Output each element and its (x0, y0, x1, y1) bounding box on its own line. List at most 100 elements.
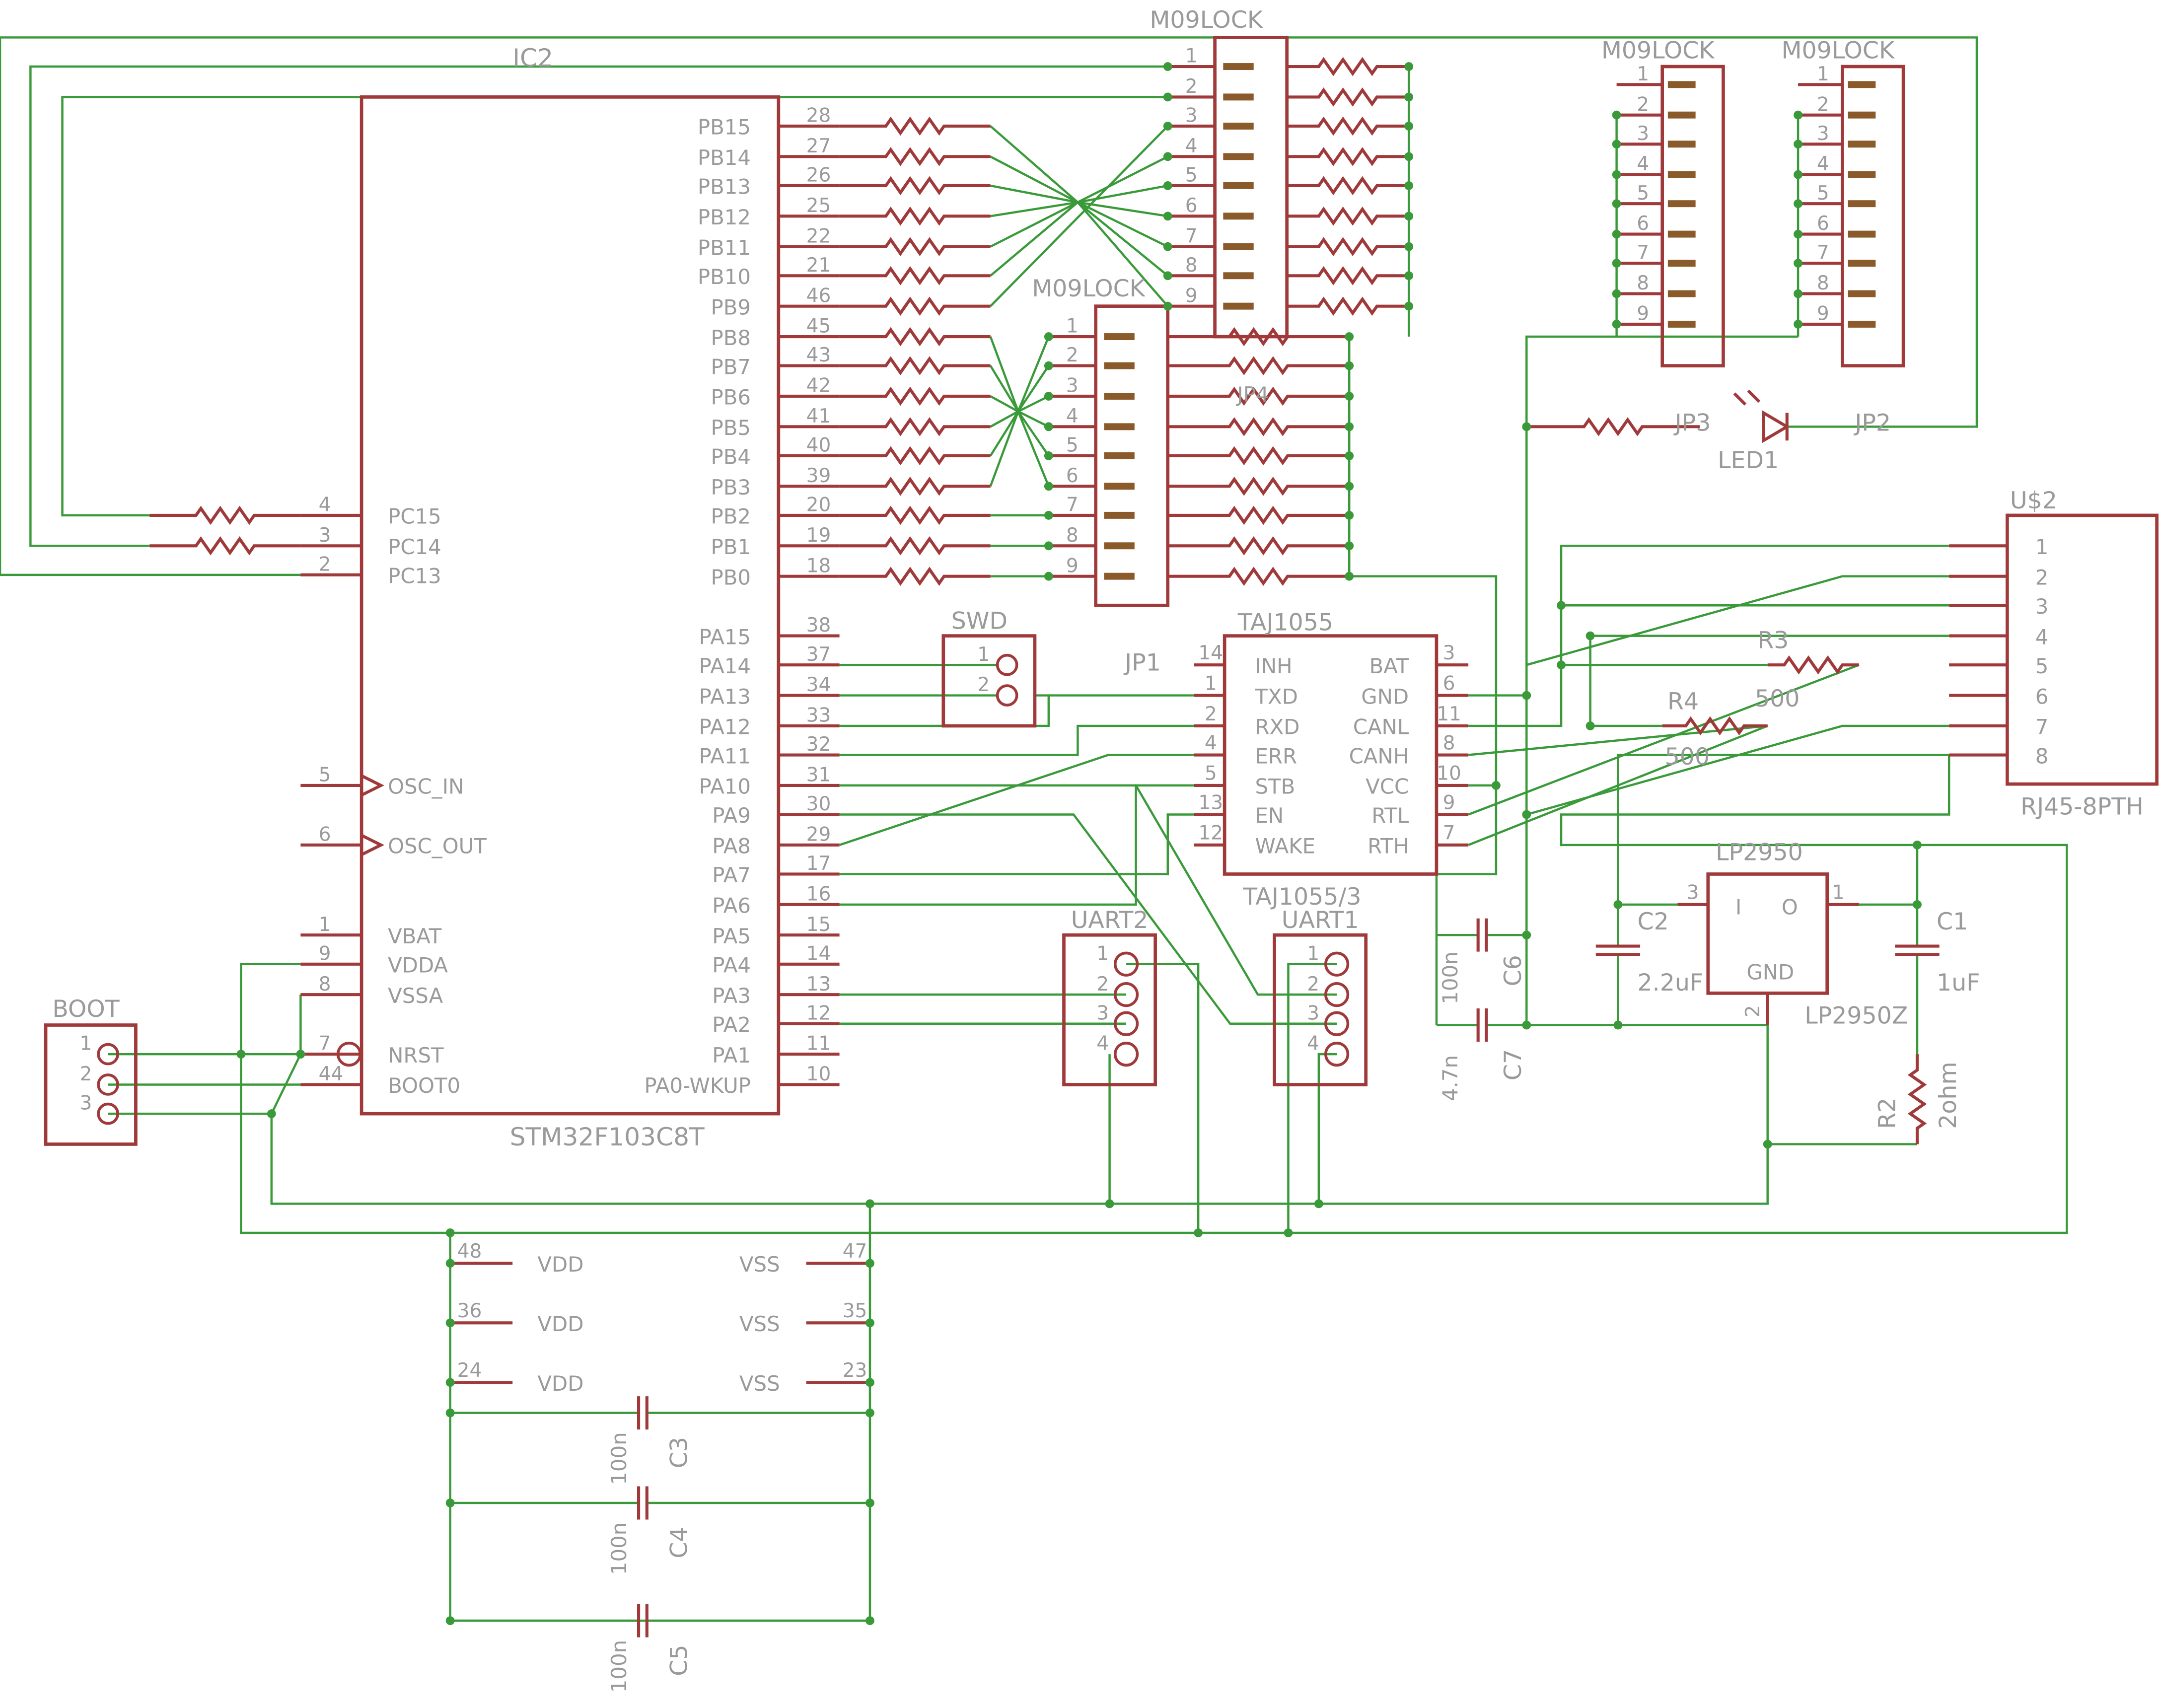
series-resistor (839, 505, 991, 525)
transceiver-pin-label: BAT (1369, 654, 1409, 678)
jp3-pin-tab (1667, 200, 1696, 208)
jp3-pin-number: 4 (1637, 153, 1649, 175)
mcu-pin-label: PC13 (388, 564, 441, 588)
uart1-pin-ring (1324, 982, 1350, 1007)
series-resistor (839, 356, 991, 375)
wires (0, 36, 2068, 1622)
junction-dot (1163, 122, 1172, 131)
junction-dot (865, 1408, 874, 1418)
regulator-value: LP2950Z (1804, 1002, 1908, 1030)
junction-dot (1404, 92, 1414, 102)
lock-b-pull-resistor (1167, 386, 1350, 406)
lock-b-pull-resistor (1167, 327, 1350, 347)
transceiver-pin-number: 3 (1443, 642, 1455, 664)
junction-dot (1194, 1228, 1203, 1237)
mcu-pin-label: PA3 (712, 984, 751, 1008)
lock-b-pin-number: 4 (1066, 405, 1079, 427)
lock-a-pull-resistor (1287, 176, 1409, 196)
uart2-pin-ring (1113, 951, 1139, 977)
series-resistor (839, 116, 991, 136)
junction-dot (1044, 451, 1053, 460)
junction-dot (1345, 482, 1354, 491)
lock-a-pin-tab (1223, 93, 1254, 101)
mcu-pin-label: PA14 (699, 654, 751, 678)
pa9-wire (839, 813, 1337, 1025)
r2 (1907, 1054, 1927, 1144)
c6-name: C6 (1500, 955, 1527, 986)
vdd-label: VDD (537, 1252, 583, 1277)
mcu-pin-number: 17 (806, 853, 831, 875)
lock-a-pin-number: 3 (1185, 105, 1198, 127)
mcu-pin-number: 32 (806, 733, 831, 756)
junction-dot (1913, 840, 1922, 850)
pb-to-lock-a-wire (990, 155, 1168, 277)
jp2-pin-tab (1848, 141, 1876, 148)
vdd-pin-number: 48 (457, 1240, 482, 1263)
transceiver-pin-label: VCC (1366, 775, 1409, 799)
boot-pin-ring (97, 1073, 119, 1096)
transceiver-pin-label: INH (1255, 654, 1293, 678)
pc14-resistor (149, 536, 301, 556)
junction-dot (1404, 242, 1414, 251)
lock-b-pin-number: 3 (1066, 375, 1079, 397)
mcu-pin-number: 18 (806, 555, 831, 577)
lock-b-pin-tab (1104, 362, 1135, 369)
uart2-pin-ring (1113, 1042, 1139, 1067)
jp2-pin-tab (1848, 171, 1876, 178)
mcu-pin-number: 2 (319, 553, 331, 575)
transceiver-pin-number: 11 (1437, 703, 1461, 725)
transceiver-pin-number: 12 (1198, 822, 1223, 845)
swd-pin-ring (996, 684, 1018, 707)
lock-b-pin-number: 6 (1066, 465, 1079, 487)
lock-b-pin-tab (1104, 452, 1135, 459)
junction-dot (296, 1050, 305, 1059)
junction-dot (445, 1616, 455, 1626)
rj45-pin-number: 7 (2035, 715, 2049, 739)
lock-a-pin-number: 2 (1185, 75, 1198, 98)
lock-b-pull-resistor (1167, 477, 1350, 496)
mcu-pin-label: PB4 (711, 445, 751, 469)
c2-name: C2 (1637, 908, 1668, 935)
junction-dot (1163, 271, 1172, 281)
rj45-value: RJ45-8PTH (2020, 793, 2144, 820)
mcu-pin-label: VSSA (388, 984, 443, 1008)
mcu-pin-label: PA11 (699, 744, 751, 768)
lock-a-pin-tab (1223, 272, 1254, 280)
mcu-pin-number: 33 (806, 705, 831, 727)
jp3-pin-number: 2 (1637, 93, 1649, 116)
mcu-pin-number: 25 (806, 195, 831, 217)
mcu-pin-number: 12 (806, 1002, 831, 1024)
mcu-pin-label: PB1 (711, 535, 751, 559)
junction-dot (1612, 319, 1621, 329)
transceiver-pin-number: 8 (1443, 732, 1455, 754)
jp2-pin-tab (1848, 81, 1876, 88)
vss-pin-number: 47 (843, 1240, 867, 1263)
junction-dot (865, 1199, 874, 1209)
c3-value: 100n (607, 1432, 631, 1485)
junction-dot (1557, 601, 1566, 610)
rtl-wire (1468, 664, 1860, 816)
transceiver-value: TAJ1055/3 (1242, 883, 1361, 911)
lock-b-name: M09LOCK (1032, 275, 1146, 302)
vdd-pin-number: 36 (457, 1300, 482, 1322)
mcu-pin-number: 44 (319, 1063, 344, 1085)
series-resistor (839, 296, 991, 316)
junction-dot (1345, 510, 1354, 520)
mcu-pin-label: OSC_IN (388, 775, 464, 799)
lock-b-pull-resistor (1167, 417, 1350, 436)
mcu-pin-number: 29 (806, 823, 831, 846)
junction-dot (445, 1318, 455, 1328)
jp2-pin-number: 4 (1817, 153, 1829, 175)
jp3-pin-number: 1 (1637, 63, 1649, 85)
junction-dot (1404, 212, 1414, 221)
junction-dot (1163, 181, 1172, 190)
series-resistor (839, 417, 991, 436)
mcu-pin-label: PA5 (712, 924, 751, 948)
mcu-pin-label: PA13 (699, 684, 751, 709)
mcu-pin-number: 40 (806, 434, 831, 457)
transceiver-pin-label: STB (1255, 775, 1296, 799)
mcu-pin-label: PB7 (711, 355, 751, 379)
lock-b-pin-tab (1104, 511, 1135, 519)
ic2-name: IC2 (512, 43, 553, 72)
vss-pin-number: 23 (843, 1359, 867, 1382)
